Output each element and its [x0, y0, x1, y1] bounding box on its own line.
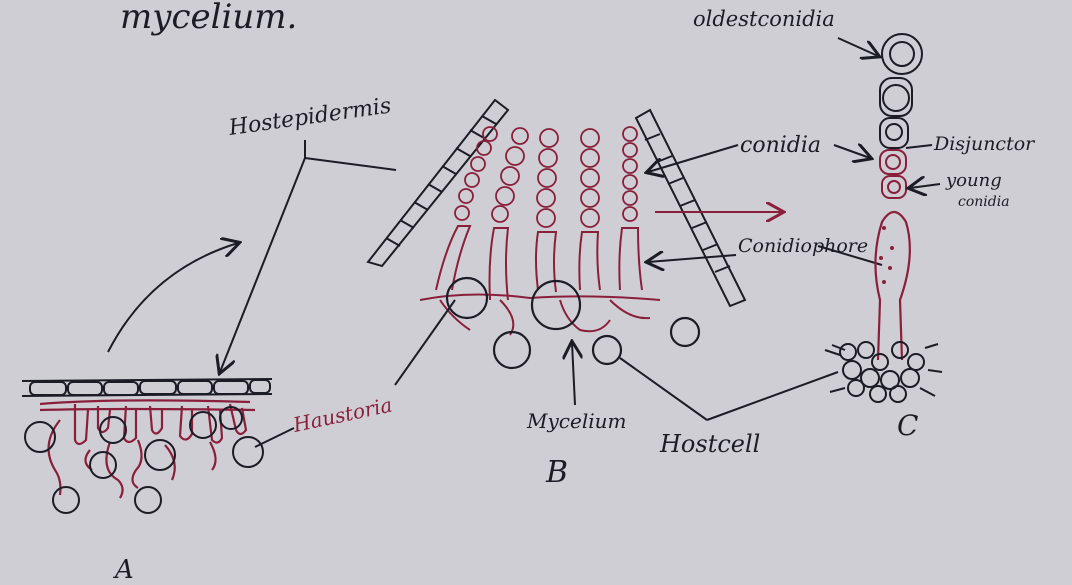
young-conidia-label-line1: young — [945, 170, 1002, 191]
conidia-label: conidia — [740, 133, 821, 158]
figure-a: A — [22, 243, 272, 585]
oldest-conidia-label-group: oldestconidia — [693, 7, 878, 56]
oldest-conidia-label: oldestconidia — [693, 7, 835, 31]
host-epidermis-fragment-b — [368, 100, 508, 266]
host-cell-label-group: Hostcell — [620, 358, 838, 458]
conidia-chains-b — [455, 127, 637, 227]
figure-letter-c: C — [897, 409, 918, 442]
conidiophore-c — [875, 212, 909, 360]
host-epidermis-layer-a — [22, 379, 272, 396]
host-cell-label: Hostcell — [659, 430, 760, 458]
haustoria-label-group: Haustoria — [255, 300, 455, 447]
conidia-label-group: conidia — [648, 133, 870, 172]
disjunctor-label-group: Disjunctor — [906, 133, 1036, 155]
host-epidermis-label-group: Hostepidermis — [220, 93, 396, 372]
mycelium-a — [40, 400, 255, 498]
host-epidermis-label: Hostepidermis — [226, 93, 392, 141]
haustoria-label: Haustoria — [290, 393, 394, 438]
host-cells-a — [25, 407, 263, 513]
curved-arrow-a — [108, 243, 238, 352]
young-conidia-chain — [880, 150, 906, 198]
figure-letter-a: A — [113, 555, 134, 585]
young-conidia-label-line2: conidia — [958, 194, 1010, 210]
conidiophores-b — [420, 226, 660, 300]
host-cells-c — [825, 342, 942, 402]
host-epidermis-fragment-b-right — [636, 110, 745, 306]
figure-letter-b: B — [545, 455, 568, 490]
header-text: mycelium. — [120, 0, 297, 37]
conidiophore-label-group: Conidiophore — [648, 235, 882, 265]
conidiophore-label: Conidiophore — [738, 235, 868, 257]
mycelium-label: Mycelium — [526, 409, 626, 433]
oldest-conidia-chain — [880, 34, 922, 148]
conidiophore-nuclei — [879, 226, 894, 284]
disjunctor-label: Disjunctor — [933, 133, 1036, 155]
young-conidia-label-group: young conidia — [910, 170, 1010, 210]
